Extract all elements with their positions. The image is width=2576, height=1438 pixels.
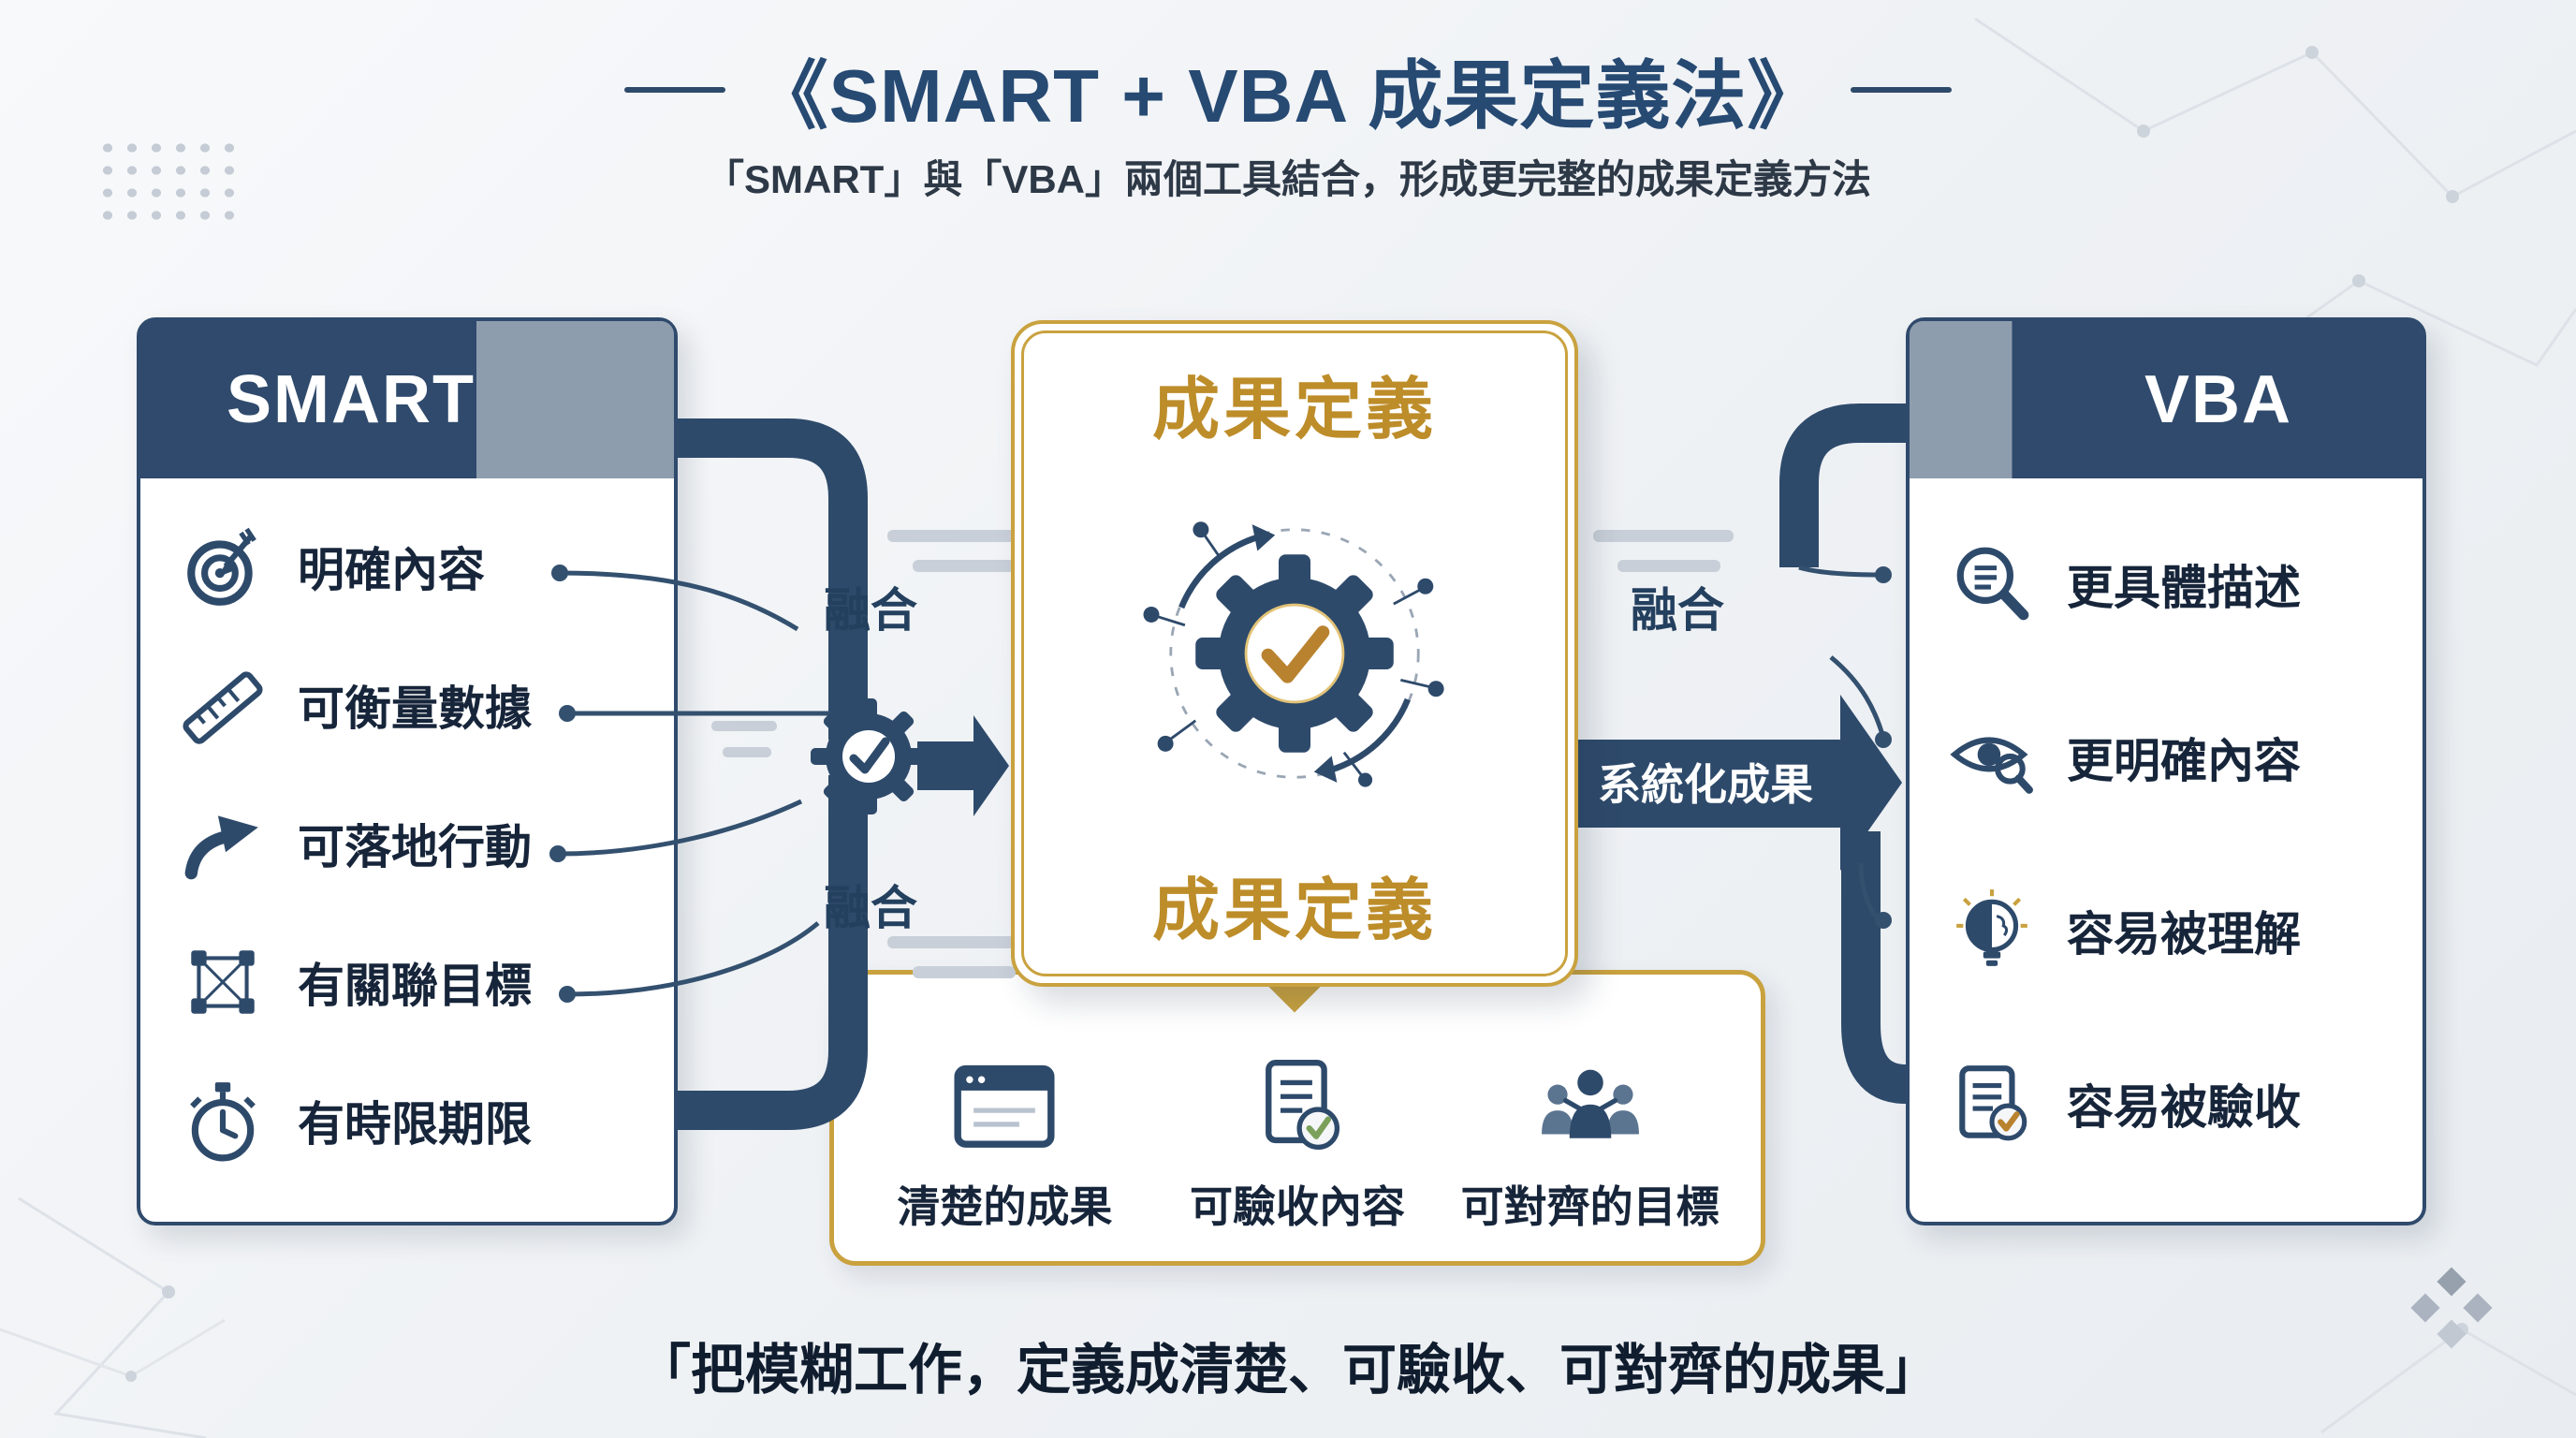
fusion-label-right: 融合 — [1631, 584, 1724, 637]
smart-item-label: 可衡量數據 — [298, 682, 532, 735]
list-item: 可對齊的目標 — [1454, 1059, 1726, 1235]
gear-check-icon — [1135, 505, 1454, 802]
smart-panel: SMART 明確內容 可衡量數據 可落地行動 — [137, 317, 678, 1225]
document-check-icon — [1242, 1059, 1353, 1158]
title-line-left — [623, 87, 725, 93]
browser-window-icon — [949, 1059, 1060, 1158]
team-align-icon — [1535, 1059, 1646, 1158]
systemized-arrow-label: 系統化成果 — [1598, 760, 1813, 809]
list-item: 容易被驗收 — [1949, 1061, 2408, 1147]
outcome-top-label: 成果定義 — [1151, 373, 1437, 448]
ruler-icon — [180, 662, 266, 748]
list-item: 可驗收內容 — [1162, 1059, 1434, 1235]
footer-quote: 「把模糊工作，定義成清楚、可驗收、可對齊的成果」 — [636, 1340, 1939, 1401]
smart-item-label: 有時限期限 — [298, 1098, 532, 1151]
outcome-definition-card-inner: 成果定義 — [1021, 330, 1568, 976]
magnifier-text-icon — [1949, 541, 2035, 627]
fusion-label-left-top: 融合 — [824, 584, 917, 637]
vba-item-label: 容易被理解 — [2067, 907, 2301, 961]
vba-item-label: 更明確內容 — [2067, 734, 2301, 787]
smart-panel-header: SMART — [140, 321, 674, 478]
list-item: 更明確內容 — [1949, 714, 2408, 800]
network-decoration-bottom-right — [2320, 1267, 2576, 1434]
stopwatch-icon — [180, 1078, 266, 1164]
list-item: 容易被理解 — [1949, 888, 2408, 974]
dot-grid-decoration — [95, 137, 242, 228]
vba-panel: VBA 更具體描述 更明確內容 容易被理解 — [1906, 317, 2426, 1225]
page-title: 《SMART + VBA 成果定義法》 — [753, 54, 1823, 138]
vba-panel-header: VBA — [1910, 321, 2422, 478]
bottom-item-label: 可驗收內容 — [1189, 1182, 1405, 1231]
smart-panel-body: 明確內容 可衡量數據 可落地行動 有關聯目標 — [140, 478, 674, 1222]
title-line-right — [1851, 87, 1953, 93]
target-icon — [180, 523, 266, 609]
vba-item-label: 容易被驗收 — [2067, 1080, 2301, 1134]
document-check-icon — [1949, 1061, 2035, 1147]
page-subtitle: 「SMART」與「VBA」兩個工具結合，形成更完整的成果定義方法 — [705, 157, 1871, 201]
vba-panel-body: 更具體描述 更明確內容 容易被理解 容易被驗收 — [1910, 478, 2422, 1222]
smart-item-label: 明確內容 — [298, 544, 485, 596]
list-item: 清楚的成果 — [869, 1059, 1141, 1235]
outcome-definition-card: 成果定義 — [1011, 320, 1578, 987]
bottom-item-label: 清楚的成果 — [897, 1182, 1113, 1231]
fusion-label-left-bottom: 融合 — [824, 882, 917, 934]
list-item: 有時限期限 — [180, 1078, 659, 1164]
smart-item-label: 可落地行動 — [298, 821, 532, 873]
smart-item-label: 有關聯目標 — [298, 960, 532, 1012]
eye-magnifier-icon — [1949, 714, 2035, 800]
outcome-bottom-label: 成果定義 — [1151, 873, 1437, 948]
vba-item-label: 更具體描述 — [2067, 561, 2301, 614]
list-item: 更具體描述 — [1949, 541, 2408, 627]
list-item: 有關聯目標 — [180, 939, 659, 1025]
network-decoration-bottom-left — [0, 1196, 226, 1438]
bottom-outcome-box: 清楚的成果 可驗收內容 可對齊的目標 — [829, 970, 1765, 1266]
list-item: 明確內容 — [180, 523, 659, 609]
small-gear-icon — [794, 682, 944, 831]
list-item: 可落地行動 — [180, 800, 659, 887]
list-item: 可衡量數據 — [180, 662, 659, 748]
bottom-item-label: 可對齊的目標 — [1460, 1182, 1720, 1231]
action-arrow-icon — [180, 800, 266, 887]
lightbulb-icon — [1949, 888, 2035, 974]
network-icon — [180, 939, 266, 1025]
title-row: 《SMART + VBA 成果定義法》 — [0, 36, 2576, 144]
